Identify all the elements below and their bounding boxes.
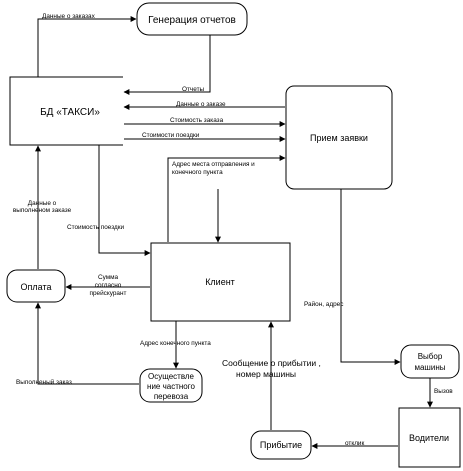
flow-label-arrival-message-2: номер машины (236, 369, 296, 379)
flow-arrival-message: Сообщение о прибытии , номер машины (222, 321, 321, 430)
flow-label-addresses-1: Адрес места отправления и (172, 161, 255, 168)
flow-label-order-data: Данные о заказе (176, 101, 226, 108)
node-private-transport: Осуществле ние частного перевоза (139, 368, 203, 403)
flow-completed-order-data-to-db: Данные о выполненом заказе (13, 145, 72, 269)
node-car-selection: Выбор машины (400, 344, 460, 379)
flow-label-addresses-2: конечного пункта (172, 169, 223, 176)
flow-district-address: Район, адрес (304, 189, 401, 365)
node-private-transport-label-1: Осуществле (148, 372, 195, 381)
flow-label-response: отклик (345, 440, 365, 447)
flow-label-sum-1: Сумма (98, 274, 119, 281)
node-taxi-db-label: БД «ТАКСИ» (40, 107, 100, 118)
node-taxi-db: БД «ТАКСИ» (9, 76, 123, 146)
node-drivers: Водители (398, 407, 461, 468)
flow-label-completed-order: Выполненый заказ (16, 378, 72, 386)
flow-order-data-to-reports: Данные о заказах (37, 13, 137, 77)
flow-label-destination-address: Адрес конечного пункта (140, 340, 211, 347)
node-arrival: Прибытие (250, 430, 312, 460)
flow-call: Вызов (427, 378, 453, 408)
node-client-label: Клиент (205, 277, 235, 287)
flow-label-call: Вызов (434, 388, 453, 395)
node-arrival-label: Прибытие (260, 440, 302, 450)
flow-destination-address: Адрес конечного пункта (140, 321, 211, 369)
flow-label-order-data-top: Данные о заказах (42, 13, 96, 20)
node-car-selection-label-2: машины (414, 363, 445, 372)
node-payment: Оплата (6, 269, 66, 303)
node-private-transport-label-2: ние частного (147, 382, 195, 391)
flow-label-completed-order-data-2: выполненом заказе (13, 207, 72, 214)
node-order-intake-label: Прием заявки (310, 133, 368, 143)
flow-label-trip-cost-2: Стоимость поездки (67, 224, 125, 231)
flow-order-data: Данные о заказе (123, 101, 285, 110)
flow-label-order-cost: Стоимость заказа (170, 117, 224, 124)
flow-trip-cost-to-client: Стоимость поездки (67, 145, 151, 256)
flow-order-cost: Стоимость заказа (124, 117, 286, 127)
flow-label-reports: Отчеты (182, 86, 204, 93)
flow-trip-cost-to-intake: Стоимости поездки (124, 132, 286, 142)
node-drivers-label: Водители (409, 433, 449, 443)
node-report-generation-label: Генерация отчетов (148, 15, 236, 26)
node-client: Клиент (150, 242, 291, 322)
flow-completed-order-to-payment: Выполненый заказ (16, 302, 139, 386)
flow-response: отклик (311, 440, 398, 449)
node-private-transport-label-3: перевоза (154, 392, 189, 401)
flow-reports: Отчеты (123, 35, 211, 95)
flow-label-completed-order-data-1: Данные о (28, 200, 57, 207)
node-car-selection-label-1: Выбор (418, 352, 443, 361)
flow-label-arrival-message-1: Сообщение о прибытии , (222, 358, 321, 368)
flow-label-trip-cost-1: Стоимости поездки (142, 132, 200, 139)
node-order-intake: Прием заявки (285, 85, 393, 190)
node-report-generation: Генерация отчетов (136, 2, 248, 36)
node-payment-label: Оплата (21, 282, 52, 292)
flow-sum-to-payment: Сумма согласно прейскурант (65, 274, 150, 297)
flow-addresses-to-intake: Адрес места отправления и конечного пунк… (167, 155, 286, 242)
flow-label-sum-2: согласно (95, 282, 122, 289)
flow-label-district-address: Район, адрес (304, 300, 344, 308)
flow-label-sum-3: прейскурант (90, 289, 127, 297)
